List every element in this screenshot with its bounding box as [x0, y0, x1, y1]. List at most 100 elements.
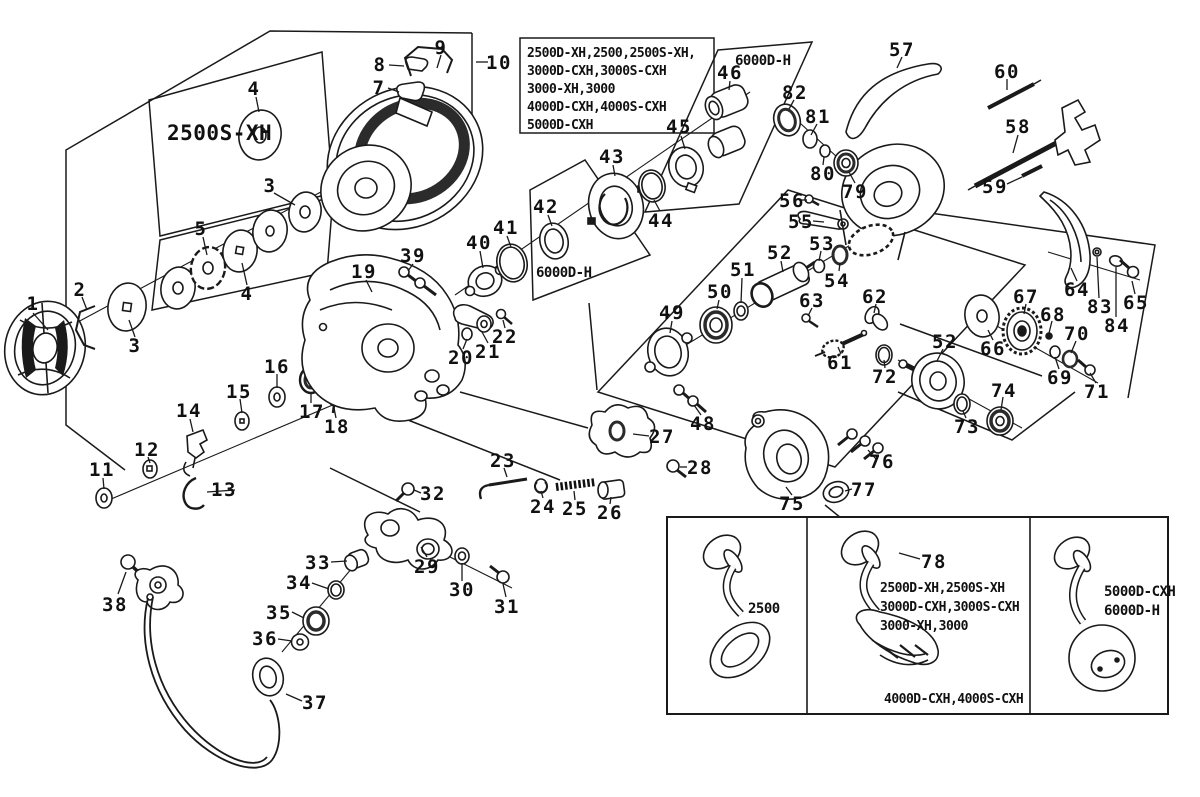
part-number-label: 53 [809, 233, 835, 255]
antireverse-parts-drawing [801, 305, 889, 359]
part-number-label: 8 [374, 54, 387, 76]
gear-group-lines [929, 212, 1156, 399]
part-number-label: 52 [932, 331, 958, 353]
drag-6000dh-box [529, 159, 652, 302]
leader-line [241, 262, 248, 286]
spool-clip-7-drawing [396, 81, 426, 102]
model-list-line-4: 4000D-CXH,4000S-CXH [527, 100, 666, 115]
leader-line [202, 236, 208, 256]
part-number-label: 38 [102, 594, 128, 616]
leader-line [1054, 356, 1060, 370]
part-number-label: 62 [862, 286, 888, 308]
leader-line [547, 214, 553, 227]
part-number-label: 67 [1013, 286, 1039, 308]
handle-panel-box: 2500 2500D-XH,2500S-XH 3000D-CXH,3000S-C… [666, 516, 1176, 715]
leader-line [330, 560, 348, 563]
part-number-label: 41 [493, 217, 519, 239]
panel-5000-caption-1: 5000D-CXH [1104, 584, 1175, 600]
leader-line [844, 488, 853, 492]
leader-line [780, 260, 784, 273]
leader-line [1070, 267, 1078, 282]
drag-knob-drawing [3, 300, 87, 396]
part-number-label: 11 [89, 459, 115, 481]
part-number-label: 80 [810, 163, 836, 185]
part-number-label: 50 [707, 281, 733, 303]
part-number-label: 75 [779, 493, 805, 515]
leader-line [1012, 134, 1019, 154]
leader-line [609, 496, 612, 505]
part-number-label: 84 [1104, 315, 1130, 337]
leader-line [653, 199, 661, 212]
oscillation-shafts-drawing [967, 79, 1101, 191]
leader-line [239, 398, 243, 414]
part-number-label: 9 [435, 37, 448, 59]
part-number-label: 46 [717, 62, 743, 84]
body-handlearm-line [329, 467, 421, 513]
part-number-label: 14 [176, 400, 202, 422]
leader-line [502, 583, 507, 598]
part-number-label: 71 [1084, 381, 1110, 403]
leader-line [962, 410, 967, 419]
part-number-label: 43 [599, 146, 625, 168]
leader-line [285, 693, 303, 702]
leader-line [81, 296, 88, 311]
panel-78-bottom-caption: 4000D-CXH,4000S-CXH [884, 692, 1023, 707]
label-6000dh-drag: 6000D-H [536, 265, 592, 281]
part-number-label: 27 [649, 426, 675, 448]
panel-78-caption-3: 3000-XH,3000 [880, 619, 969, 634]
drag-clip-drawing [74, 305, 96, 350]
part-number-label: 22 [492, 326, 518, 348]
leader-line [481, 331, 489, 344]
leader-line [680, 135, 686, 150]
leader-line [867, 449, 877, 460]
leader-lines [32, 54, 1136, 702]
handle-arm-drawing [363, 482, 510, 584]
group-boxes [65, 30, 1156, 541]
leader-line [788, 99, 795, 110]
part-number-label: 64 [1064, 279, 1090, 301]
part-number-label: 18 [324, 416, 350, 438]
leader-line [540, 490, 544, 499]
drag-washer-stack-drawing [160, 109, 322, 310]
body-wormshaft-line [407, 419, 561, 481]
rotor-bearings-drawing [772, 103, 859, 177]
leader-line [277, 638, 293, 642]
part-drawings [3, 45, 1140, 769]
part-number-label: 51 [730, 259, 756, 281]
leader-line [812, 220, 825, 223]
leader-line [502, 319, 506, 329]
panel-5000-caption-2: 6000D-H [1104, 603, 1160, 619]
part-number-label: 25 [562, 498, 588, 520]
part-number-label: 3 [129, 335, 142, 357]
leader-line [785, 486, 793, 496]
part-number-label: 10 [486, 52, 512, 74]
leader-line [936, 348, 944, 362]
drive-gear-drawing [875, 344, 1014, 436]
leader-line [147, 456, 151, 464]
part-number-label: 5 [195, 218, 208, 240]
oscillating-gear-drawing [964, 294, 1096, 376]
bent-spring-9-drawing [403, 45, 454, 77]
leader-line [807, 307, 813, 317]
part-number-label: 70 [1064, 323, 1090, 345]
panel-2500-caption: 2500 [748, 601, 780, 617]
leader-line [407, 263, 414, 272]
part-number-label: 34 [286, 572, 312, 594]
screws-39-drawing [398, 266, 437, 297]
body-cover-drawing [744, 409, 884, 504]
spool-drawing [320, 85, 484, 232]
drag-washer-3-drawing [107, 282, 147, 332]
leader-line [1070, 340, 1077, 354]
bail-screw-axis [1047, 251, 1141, 281]
leader-line [838, 262, 841, 272]
part-number-label: 82 [782, 82, 808, 104]
part-number-label: 76 [869, 451, 895, 473]
leader-line [365, 279, 373, 293]
part-number-label: 2 [74, 279, 87, 301]
part-number-label: 3 [264, 175, 277, 197]
leader-line [740, 277, 743, 304]
part-number-label: 1 [27, 293, 40, 315]
